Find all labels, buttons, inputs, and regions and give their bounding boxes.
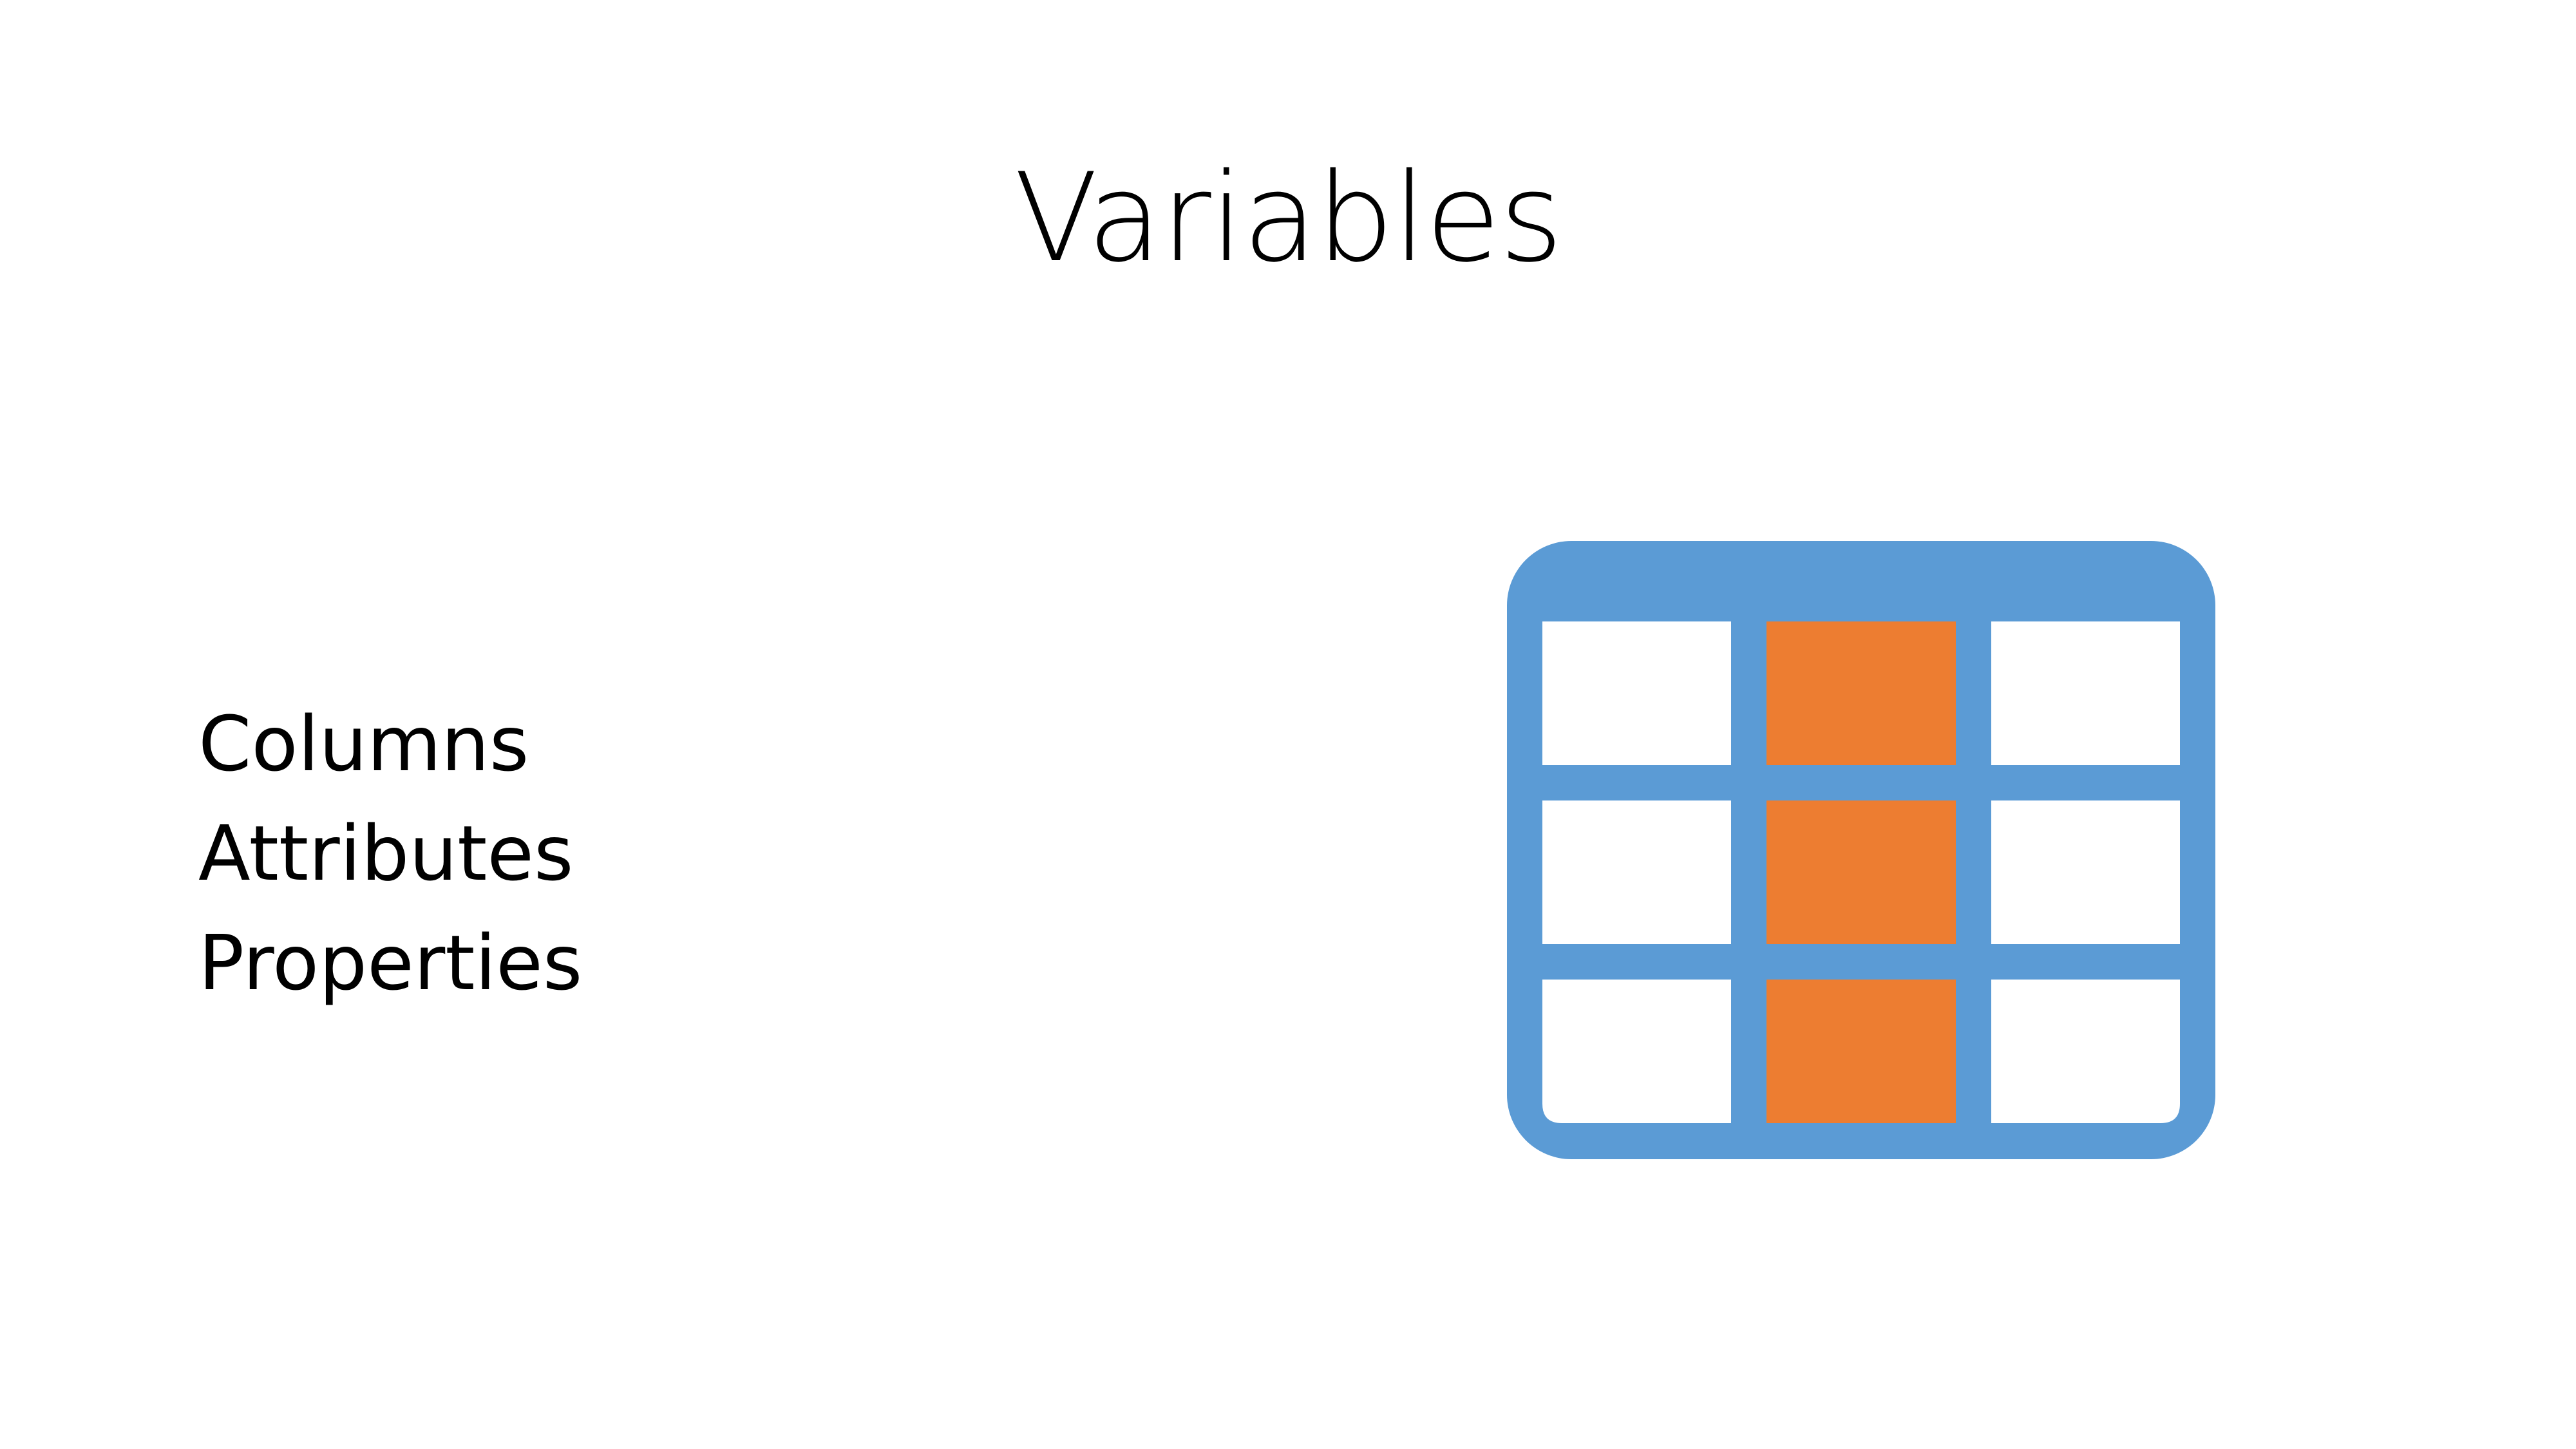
list-item: Columns <box>198 699 529 788</box>
list-item: Properties <box>198 918 583 1007</box>
table-cell-highlighted <box>1766 980 1956 1123</box>
table-cell <box>1991 621 2180 765</box>
list-item: Attributes <box>198 809 574 898</box>
table-cell-highlighted <box>1766 621 1956 765</box>
table-cell <box>1991 800 2180 944</box>
table-cell <box>1991 980 2180 1123</box>
table-column-highlight-icon <box>1507 541 2215 1159</box>
table-cell <box>1542 980 1731 1123</box>
table-cell-highlighted <box>1766 800 1956 944</box>
table-cell <box>1542 800 1731 944</box>
slide-title: Variables <box>1014 147 1563 289</box>
table-cell <box>1542 621 1731 765</box>
synonym-list: Columns Attributes Properties <box>198 689 582 1018</box>
